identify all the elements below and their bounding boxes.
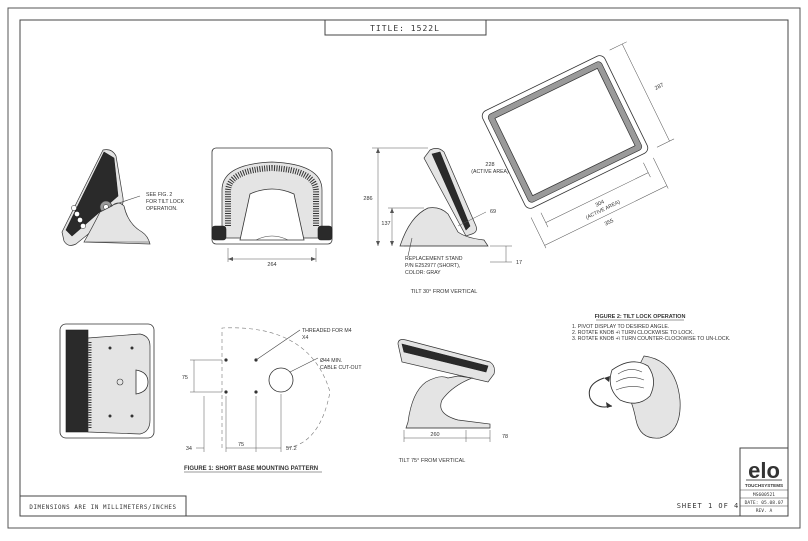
elo-logo: elo <box>748 458 780 483</box>
cutout-note-line-2: CABLE CUT-OUT <box>320 365 362 371</box>
stand-note-line-2: P/N E252977 (SHORT), <box>405 263 460 269</box>
front-width-dim: 355 <box>604 218 615 227</box>
front-active-width-value: 304 <box>595 199 606 208</box>
title-block: TITLE: 1522L <box>324 19 487 36</box>
side-height-dim: 286 <box>363 196 372 202</box>
outer-border <box>7 7 801 529</box>
tilt-75-caption: TILT 75° FROM VERTICAL <box>399 458 466 464</box>
figure-2: FIGURE 2: TILT LOCK OPERATION 1. PIVOT D… <box>572 314 730 439</box>
front-active-height-label: (ACTIVE AREA) <box>471 169 509 175</box>
tilt-75-dim-260: 260 <box>430 432 439 438</box>
front-active-height-value: 228 <box>485 162 494 168</box>
tilt-75-view: 260 78 TILT 75° FROM VERTICAL <box>397 339 508 464</box>
stand-note-line-3: COLOR: GRAY <box>405 270 441 276</box>
front-height-dim: 287 <box>654 82 665 91</box>
thread-note-line-1: THREADED FOR M4 <box>302 328 352 334</box>
drawing-title: TITLE: 1522L <box>370 24 440 33</box>
thread-note-line-2: X4 <box>302 335 308 341</box>
sheet-number: SHEET 1 OF 4 <box>677 502 740 510</box>
tilt-lock-callout-line-3: OPERATION. <box>146 206 178 212</box>
mounting-pattern: THREADED FOR M4 X4 Ø44 MIN. CABLE CUT-OU… <box>182 327 362 473</box>
doc-revision: REV. A <box>756 508 773 514</box>
tilt-lock-callout-line-2: FOR TILT LOCK <box>146 199 185 205</box>
figure-1-caption: FIGURE 1: SHORT BASE MOUNTING PATTERN <box>184 466 318 472</box>
base-bottom-view <box>59 323 155 439</box>
doc-date: DATE: 05.08.07 <box>745 500 784 506</box>
logo-company: TOUCHSYSTEMS <box>745 483 783 488</box>
units-note-box: DIMENSIONS ARE IN MILLIMETERS/INCHES <box>19 495 187 517</box>
side-view-right: 286 137 69 17 REPLACEMENT STAND P/N E252… <box>363 147 522 295</box>
stand-note-line-1: REPLACEMENT STAND <box>405 256 463 262</box>
side-view-left: SEE FIG. 2 FOR TILT LOCK OPERATION. <box>61 149 185 246</box>
units-note: DIMENSIONS ARE IN MILLIMETERS/INCHES <box>29 505 176 511</box>
rear-view: 264 <box>211 147 333 268</box>
mount-dim-34: 34 <box>186 446 192 452</box>
tilt-75-dim-78: 78 <box>502 434 508 440</box>
side-foot-dim: 17 <box>516 260 522 266</box>
figure-2-step-2: 2. ROTATE KNOB +\ TURN CLOCKWISE TO LOCK… <box>572 330 694 336</box>
side-angle-dim: 69 <box>490 209 496 215</box>
doc-number: MS600521 <box>753 492 775 498</box>
tilt-30-caption: TILT 30° FROM VERTICAL <box>411 289 478 295</box>
mount-vertical-dim: 75 <box>182 375 188 381</box>
figure-2-step-1: 1. PIVOT DISPLAY TO DESIRED ANGLE. <box>572 324 669 330</box>
front-view: 287 304 (ACTIVE AREA) 355 228 (ACTIVE AR… <box>471 41 675 249</box>
side-base-height-dim: 137 <box>381 221 390 227</box>
rear-width-dim: 264 <box>267 262 276 268</box>
logo-block: elo TOUCHSYSTEMS MS600521 DATE: 05.08.07… <box>739 447 789 517</box>
mount-dim-57: 57.2 <box>286 446 297 452</box>
cutout-note-line-1: Ø44 MIN. <box>320 358 342 364</box>
figure-2-title: FIGURE 2: TILT LOCK OPERATION <box>595 314 686 320</box>
figure-2-step-3: 3. ROTATE KNOB +\ TURN COUNTER-CLOCKWISE… <box>572 336 730 342</box>
tilt-lock-callout-line-1: SEE FIG. 2 <box>146 192 172 198</box>
mount-dim-75: 75 <box>238 442 244 448</box>
